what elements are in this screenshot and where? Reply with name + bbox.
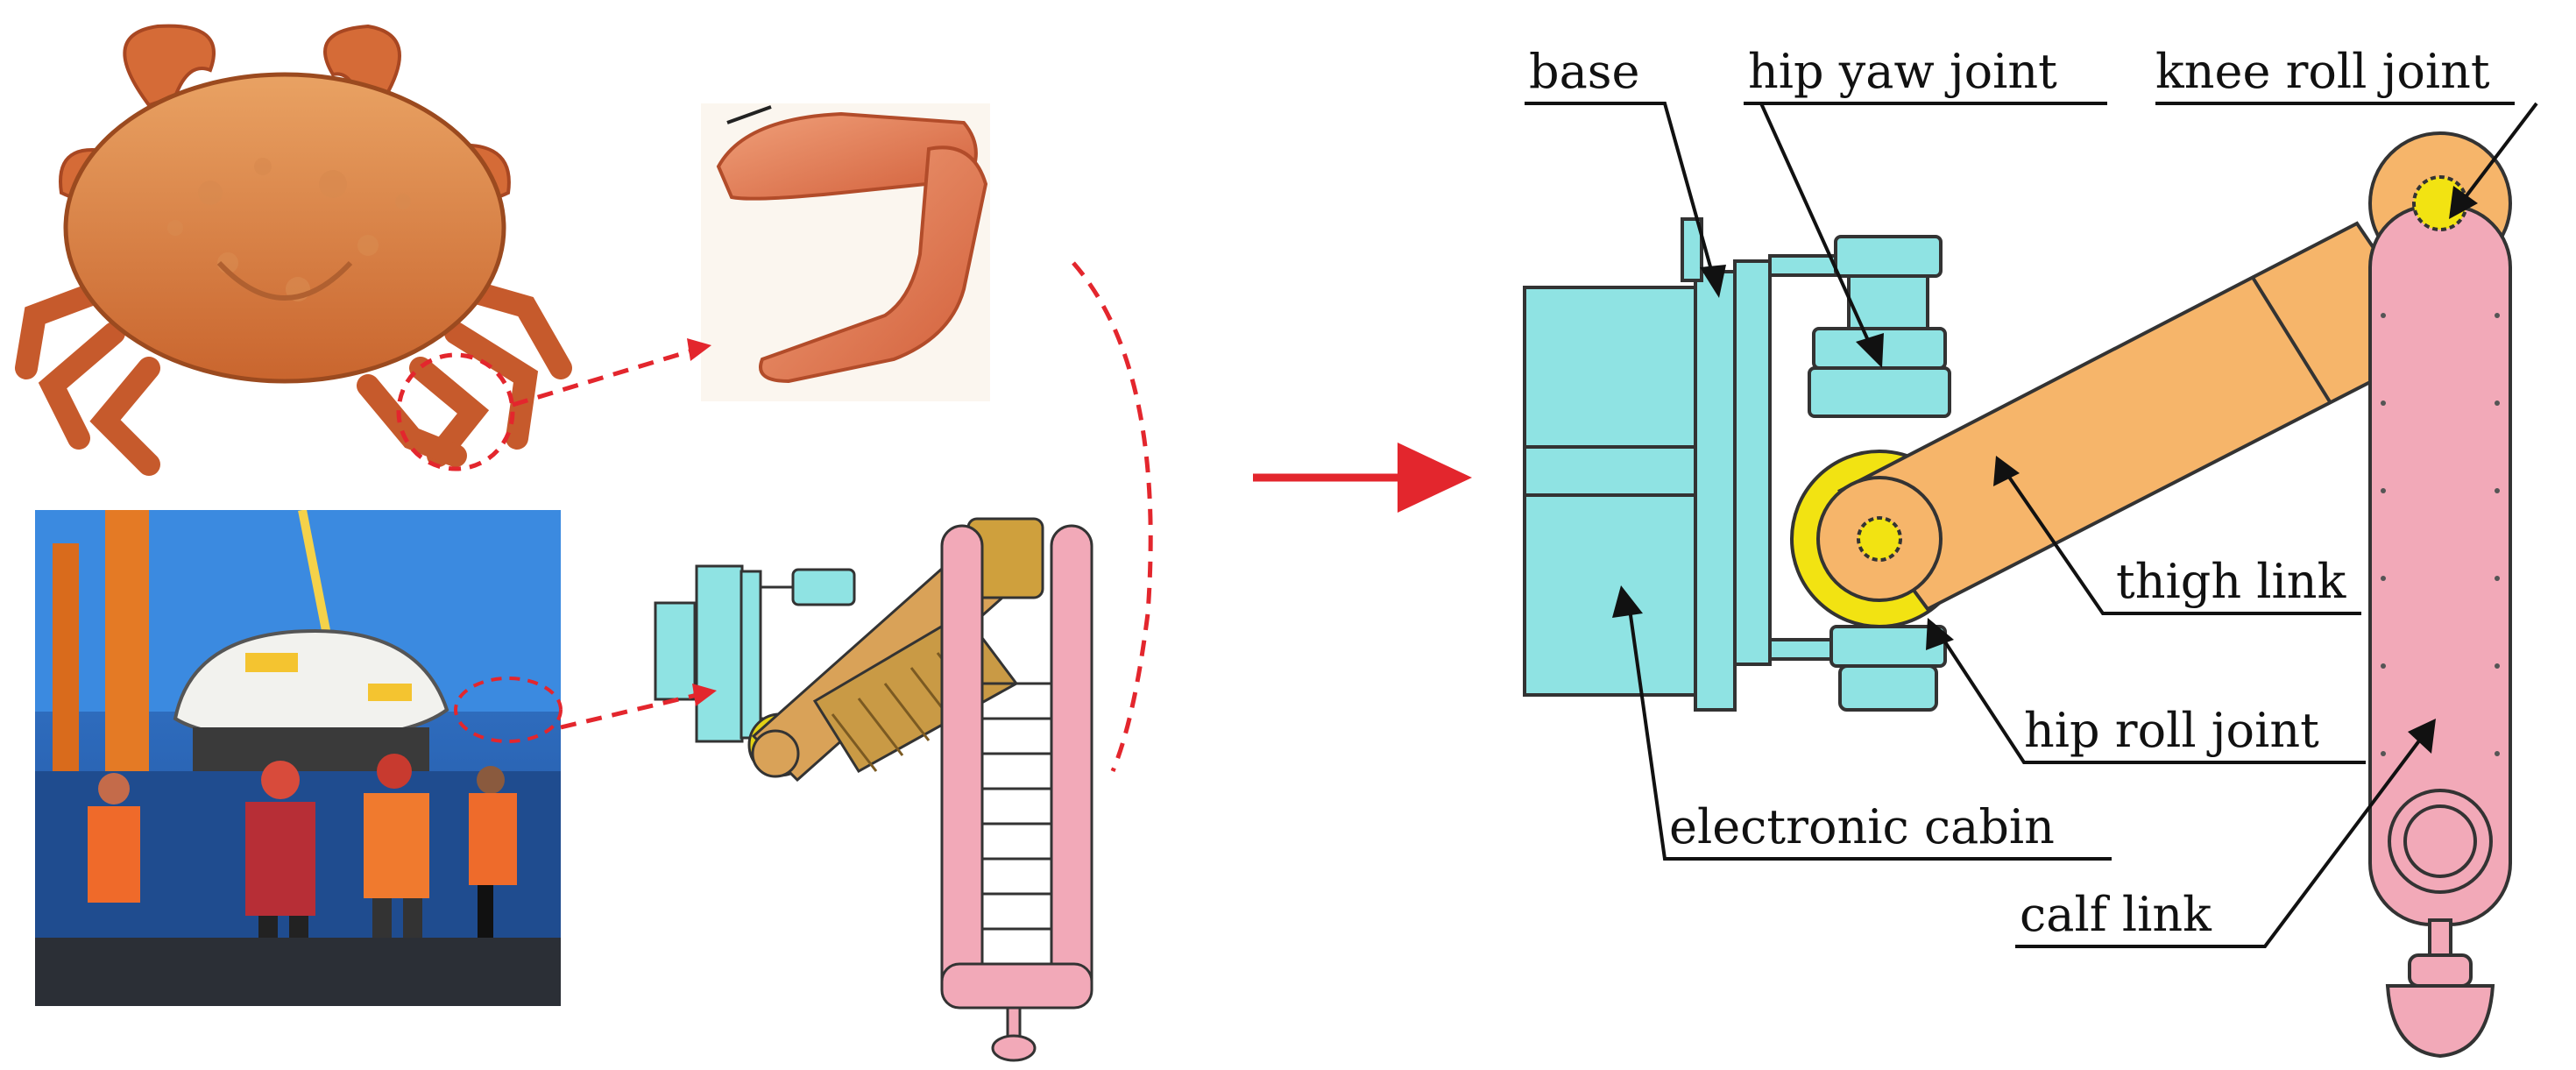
transition-arrow: [1253, 443, 1472, 513]
label-hip-yaw-joint: hip yaw joint: [1748, 44, 2057, 99]
label-knee-roll-joint: knee roll joint: [2155, 44, 2490, 99]
leader-arrowheads: [1612, 186, 2478, 754]
crab-photo: [15, 24, 572, 476]
large-leg-model: [1523, 131, 2512, 1059]
label-hip-roll-joint: hip roll joint: [2024, 703, 2319, 758]
label-electronic-cabin: electronic cabin: [1669, 799, 2055, 854]
crab-leg-closeup: [701, 103, 990, 401]
connector-arrowheads: [687, 338, 717, 706]
leader-lines: [1525, 102, 2538, 948]
connector-lines: [512, 261, 1153, 772]
label-thigh-link: thigh link: [2116, 554, 2347, 609]
label-base: base: [1529, 44, 1639, 99]
calf-rivets: [2381, 313, 2500, 756]
small-leg-model: [654, 517, 1093, 1062]
deployment-photo: [35, 510, 563, 1006]
label-calf-link: calf link: [2020, 887, 2212, 942]
